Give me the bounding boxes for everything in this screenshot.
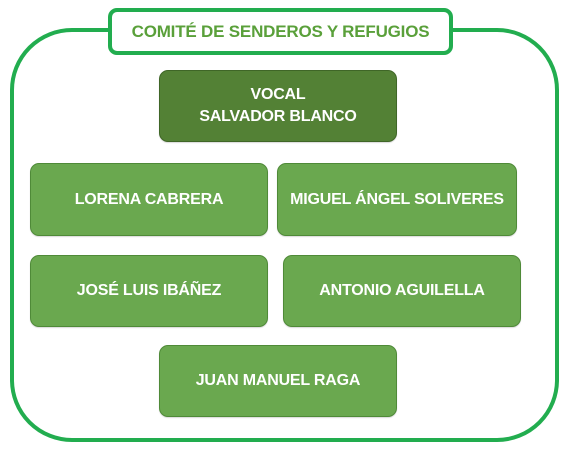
head-role: VOCAL bbox=[250, 86, 306, 103]
member-name: JOSÉ LUIS IBÁÑEZ bbox=[76, 282, 222, 299]
member-node: MIGUEL ÁNGEL SOLIVERES bbox=[277, 163, 517, 236]
title-box: COMITÉ DE SENDEROS Y REFUGIOS bbox=[108, 8, 453, 55]
head-node: VOCAL SALVADOR BLANCO bbox=[159, 70, 397, 142]
member-node: ANTONIO AGUILELLA bbox=[283, 255, 521, 327]
member-node: LORENA CABRERA bbox=[30, 163, 268, 236]
member-name: ANTONIO AGUILELLA bbox=[319, 282, 485, 299]
member-node: JUAN MANUEL RAGA bbox=[159, 345, 397, 417]
head-name: SALVADOR BLANCO bbox=[199, 108, 357, 125]
member-name: JUAN MANUEL RAGA bbox=[195, 372, 361, 389]
member-name: LORENA CABRERA bbox=[74, 190, 224, 208]
member-node: JOSÉ LUIS IBÁÑEZ bbox=[30, 255, 268, 327]
committee-title: COMITÉ DE SENDEROS Y REFUGIOS bbox=[131, 21, 430, 41]
member-name: MIGUEL ÁNGEL SOLIVERES bbox=[290, 190, 504, 208]
